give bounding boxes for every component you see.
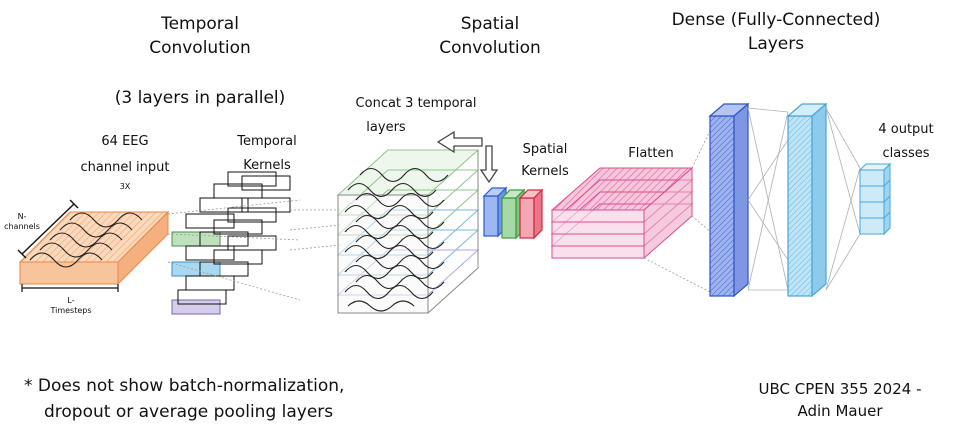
channels-dimension-line [17, 199, 79, 259]
concat-label-line1: Concat 3 temporal [355, 96, 477, 111]
footnote-line2: dropout or average pooling layers [44, 402, 334, 422]
spatial-kernel-red [518, 188, 544, 240]
credit-line1: UBC CPEN 355 2024 - [758, 380, 922, 398]
connector-lines [167, 199, 341, 301]
concat-temporal-block [336, 149, 480, 314]
footnote-line1: * Does not show batch-normalization, [24, 376, 345, 396]
output-classes-block [858, 162, 892, 236]
credit-line2: Adin Mauer [797, 402, 883, 420]
parallel-note: (3 layers in parallel) [114, 88, 286, 108]
dense-heading-line1: Dense (Fully-Connected) [671, 10, 881, 30]
dense-layer-2 [786, 102, 828, 298]
spatial-heading-line2: Convolution [439, 38, 541, 58]
input-label-line2: channel input [80, 160, 170, 175]
flatten-label: Flatten [628, 146, 674, 161]
n-channels-label-line2: channels [4, 222, 40, 231]
input-label-line1: 64 EEG [101, 134, 149, 149]
dense-heading-line2: Layers [747, 34, 805, 54]
temporal-kernel-group-green [171, 171, 291, 247]
timesteps-label-line1: L- [67, 296, 75, 305]
output-label-line2: classes [882, 146, 930, 161]
temporal-kernels-label-line2: Kernels [243, 158, 291, 173]
output-label-line1: 4 output [878, 122, 934, 137]
spatial-heading-line1: Spatial [460, 14, 520, 34]
spatial-kernels-label-line2: Kernels [521, 164, 569, 179]
spatial-kernels [482, 186, 544, 240]
input-multiplier: 3X [119, 182, 131, 191]
temporal-kernels-stack [171, 171, 291, 315]
output-connections [825, 107, 861, 291]
temporal-heading-line1: Temporal [161, 14, 239, 34]
concat-label-line2: layers [366, 120, 406, 135]
dense-connections [747, 107, 789, 291]
temporal-kernels-label-line1: Temporal [237, 134, 297, 149]
timesteps-dimension-line [21, 284, 119, 292]
timesteps-label-line2: Timesteps [50, 306, 92, 315]
dense-layer-1 [708, 102, 750, 298]
temporal-heading-line2: Convolution [149, 38, 251, 58]
n-channels-label-line1: N- [17, 212, 27, 221]
temporal-kernel-group-purple [171, 235, 277, 315]
flatten-block [550, 166, 694, 260]
concat-arrow-left [436, 130, 483, 154]
concat-arrow-down [479, 145, 499, 184]
spatial-kernels-label-line1: Spatial [522, 142, 568, 157]
eeg-input-block [18, 210, 170, 286]
